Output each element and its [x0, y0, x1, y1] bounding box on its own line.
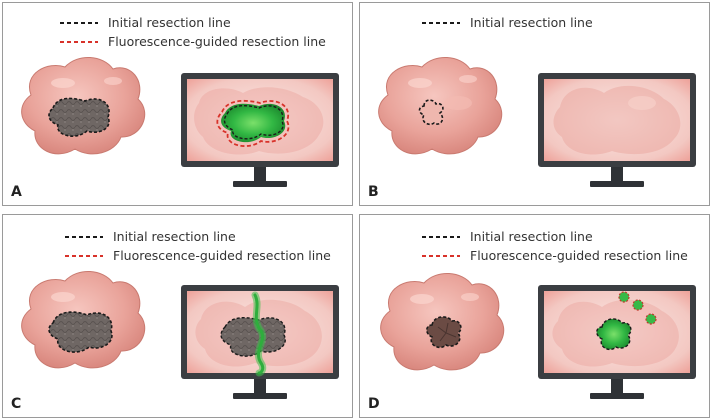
panel-d: Initial resection line Fluorescence-guid…	[359, 214, 710, 418]
legend-initial-label: Initial resection line	[108, 15, 231, 30]
monitor	[181, 73, 339, 187]
panel-b: Initial resection line B	[359, 2, 710, 206]
legend-initial-label: Initial resection line	[470, 229, 593, 244]
panel-a-illustration: Initial resection line Fluorescence-guid…	[21, 15, 339, 187]
legend-fluorescence-label: Fluorescence-guided resection line	[113, 248, 331, 263]
panel-letter: C	[11, 396, 22, 412]
resection-cavity	[419, 100, 443, 125]
legend: Initial resection line Fluorescence-guid…	[422, 229, 688, 263]
tissue-specimen	[380, 273, 505, 371]
panel-letter: D	[368, 396, 380, 412]
initial-resection-line-screen	[220, 317, 286, 357]
satellite-lesions	[618, 291, 657, 325]
legend: Initial resection line	[422, 15, 593, 30]
initial-resection-line	[48, 311, 113, 353]
tumor	[48, 98, 110, 137]
legend-fluorescence-label: Fluorescence-guided resection line	[470, 248, 688, 263]
panel-letter: B	[368, 184, 379, 200]
tissue-specimen	[378, 57, 503, 155]
panel-c: Initial resection line Fluorescence-guid…	[2, 214, 353, 418]
legend-initial-label: Initial resection line	[113, 229, 236, 244]
panel-b-illustration: Initial resection line	[378, 15, 696, 187]
legend: Initial resection line Fluorescence-guid…	[60, 15, 326, 49]
tissue-specimen	[21, 271, 146, 369]
tumor	[48, 312, 112, 353]
panel-a: Initial resection line Fluorescence-guid…	[2, 2, 353, 206]
panel-d-illustration: Initial resection line Fluorescence-guid…	[380, 229, 696, 399]
initial-resection-line-screen	[596, 318, 632, 351]
fluorescence-resection-line	[216, 99, 290, 147]
panel-c-illustration: Initial resection line Fluorescence-guid…	[21, 229, 339, 399]
monitor	[181, 285, 339, 399]
initial-resection-line	[425, 316, 462, 349]
legend-initial-label: Initial resection line	[470, 15, 593, 30]
tumor-bed	[426, 316, 461, 348]
residual-fluorescence	[596, 318, 631, 350]
legend: Initial resection line Fluorescence-guid…	[65, 229, 331, 263]
legend-fluorescence-label: Fluorescence-guided resection line	[108, 34, 326, 49]
monitor	[538, 73, 696, 187]
initial-resection-line	[418, 99, 444, 126]
tissue-specimen	[21, 57, 146, 155]
fluorescent-tumor	[221, 103, 286, 143]
initial-resection-line-screen	[223, 104, 284, 140]
panel-letter: A	[11, 184, 22, 200]
monitor	[538, 285, 696, 399]
